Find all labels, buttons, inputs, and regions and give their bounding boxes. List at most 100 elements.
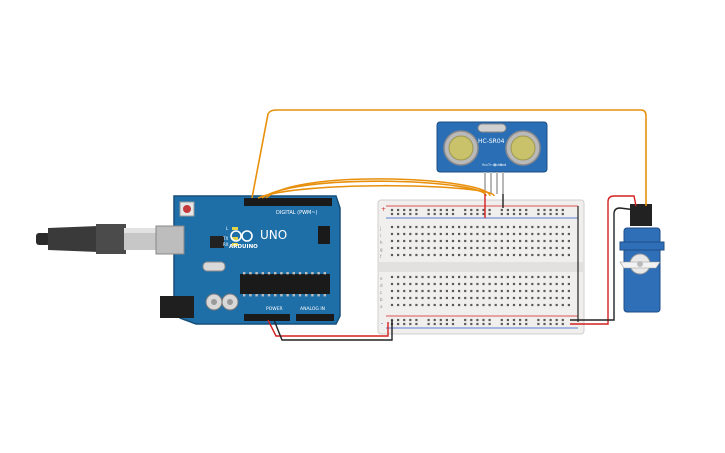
breadboard-hole[interactable] [525,322,528,326]
breadboard-hole[interactable] [409,289,412,293]
breadboard-hole[interactable] [439,275,442,279]
breadboard-hole[interactable] [543,212,546,216]
breadboard-hole[interactable] [421,275,424,279]
breadboard-hole[interactable] [549,296,552,300]
breadboard-hole[interactable] [567,225,570,229]
breadboard-hole[interactable] [470,212,473,216]
breadboard-hole[interactable] [390,296,394,300]
breadboard-hole[interactable] [409,232,412,236]
breadboard-hole[interactable] [537,246,540,250]
breadboard-hole[interactable] [488,253,491,257]
breadboard-hole[interactable] [476,225,479,229]
breadboard-hole[interactable] [512,232,516,236]
breadboard-hole[interactable] [451,212,455,216]
breadboard-hole[interactable] [482,318,485,322]
breadboard-hole[interactable] [403,322,406,326]
breadboard-hole[interactable] [476,318,479,322]
breadboard-hole[interactable] [482,239,485,243]
breadboard-hole[interactable] [409,208,412,212]
breadboard-hole[interactable] [537,253,540,257]
breadboard-hole[interactable] [421,289,424,293]
breadboard-hole[interactable] [567,289,570,293]
breadboard-hole[interactable] [451,282,455,286]
breadboard-hole[interactable] [390,212,394,216]
breadboard-hole[interactable] [439,239,442,243]
breadboard-hole[interactable] [427,282,430,286]
breadboard-hole[interactable] [476,239,479,243]
breadboard-hole[interactable] [555,208,558,212]
breadboard-hole[interactable] [390,289,394,293]
breadboard-hole[interactable] [519,289,522,293]
breadboard-hole[interactable] [476,212,479,216]
breadboard-hole[interactable] [397,303,400,307]
breadboard-hole[interactable] [409,322,412,326]
breadboard-hole[interactable] [537,232,540,236]
breadboard-hole[interactable] [421,239,424,243]
breadboard-hole[interactable] [555,296,558,300]
breadboard-hole[interactable] [415,282,418,286]
breadboard-hole[interactable] [439,212,442,216]
usb-cable[interactable] [36,224,176,254]
breadboard[interactable]: + - j i h g f e d c b a [377,199,585,335]
breadboard-hole[interactable] [500,289,503,293]
breadboard-hole[interactable] [470,318,473,322]
breadboard-hole[interactable] [488,275,491,279]
breadboard-hole[interactable] [390,239,394,243]
breadboard-hole[interactable] [512,212,516,216]
servo-motor[interactable] [619,204,665,313]
breadboard-hole[interactable] [409,239,412,243]
breadboard-hole[interactable] [525,303,528,307]
breadboard-hole[interactable] [445,253,448,257]
breadboard-hole[interactable] [543,246,546,250]
breadboard-hole[interactable] [494,225,497,229]
breadboard-hole[interactable] [439,322,442,326]
breadboard-hole[interactable] [445,318,448,322]
breadboard-hole[interactable] [415,239,418,243]
breadboard-hole[interactable] [549,253,552,257]
breadboard-hole[interactable] [427,239,430,243]
breadboard-hole[interactable] [519,239,522,243]
breadboard-hole[interactable] [531,232,534,236]
breadboard-hole[interactable] [482,208,485,212]
breadboard-hole[interactable] [512,239,516,243]
breadboard-hole[interactable] [549,318,552,322]
breadboard-hole[interactable] [464,212,467,216]
breadboard-hole[interactable] [427,303,430,307]
breadboard-hole[interactable] [415,318,418,322]
breadboard-hole[interactable] [531,253,534,257]
breadboard-hole[interactable] [421,225,424,229]
breadboard-hole[interactable] [537,318,540,322]
breadboard-hole[interactable] [439,232,442,236]
breadboard-hole[interactable] [500,318,503,322]
breadboard-hole[interactable] [543,275,546,279]
wire-arduino-gnd[interactable] [273,319,393,341]
breadboard-hole[interactable] [531,275,534,279]
breadboard-hole[interactable] [427,296,430,300]
breadboard-hole[interactable] [531,282,534,286]
breadboard-hole[interactable] [549,275,552,279]
breadboard-hole[interactable] [390,253,394,257]
breadboard-hole[interactable] [494,239,497,243]
breadboard-hole[interactable] [451,239,455,243]
breadboard-hole[interactable] [415,253,418,257]
breadboard-hole[interactable] [549,232,552,236]
breadboard-hole[interactable] [506,318,509,322]
breadboard-hole[interactable] [403,303,406,307]
breadboard-hole[interactable] [555,232,558,236]
breadboard-hole[interactable] [458,225,461,229]
breadboard-hole[interactable] [512,282,516,286]
breadboard-hole[interactable] [409,282,412,286]
breadboard-hole[interactable] [500,296,503,300]
breadboard-hole[interactable] [439,282,442,286]
breadboard-hole[interactable] [458,289,461,293]
breadboard-hole[interactable] [482,246,485,250]
breadboard-hole[interactable] [525,282,528,286]
breadboard-hole[interactable] [397,232,400,236]
breadboard-hole[interactable] [506,289,509,293]
breadboard-hole[interactable] [519,282,522,286]
breadboard-hole[interactable] [409,246,412,250]
breadboard-hole[interactable] [500,239,503,243]
breadboard-hole[interactable] [537,322,540,326]
breadboard-hole[interactable] [549,225,552,229]
breadboard-hole[interactable] [549,289,552,293]
